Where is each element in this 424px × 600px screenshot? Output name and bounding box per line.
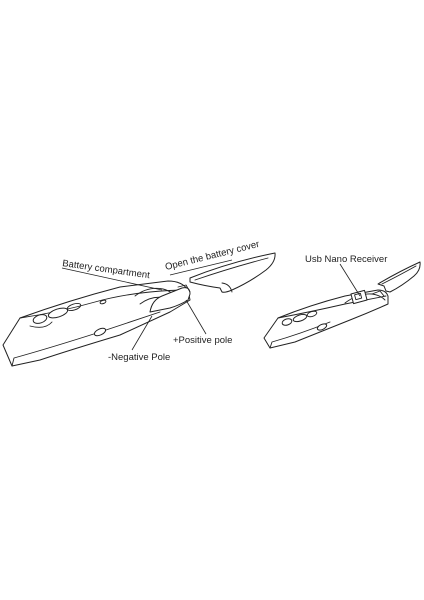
battery-cover-clip <box>221 282 233 293</box>
leader-open-battery-cover <box>169 259 233 276</box>
battery-cover-outline-right <box>377 261 421 293</box>
label-positive-pole: +Positive pole <box>173 335 232 346</box>
pen-mouse-body-left <box>2 280 191 367</box>
receiver-slot-contact <box>371 290 385 297</box>
label-negative-pole: -Negative Pole <box>108 352 170 363</box>
label-usb-nano-receiver: Usb Nano Receiver <box>305 254 387 265</box>
leader-positive-pole <box>185 299 207 335</box>
right-button-icon-right <box>306 310 318 318</box>
left-button-icon-right <box>292 313 308 323</box>
leader-battery-compartment <box>61 267 163 291</box>
right-button-icon <box>66 302 82 312</box>
button-groove <box>29 321 53 328</box>
battery-cover-left <box>189 252 276 293</box>
pen-body-outline-right <box>263 289 389 349</box>
side-button-icon-right <box>316 323 328 331</box>
usb-nano-receiver-connector <box>354 292 363 301</box>
battery-contact <box>177 284 191 293</box>
battery-cover-right <box>377 261 421 293</box>
battery-cover-inner-edge <box>194 257 269 281</box>
battery-cover-inner-edge-right <box>381 265 417 285</box>
side-button-icon <box>93 327 107 337</box>
indicator-dot-icon <box>99 299 107 305</box>
leader-negative-pole <box>131 315 153 351</box>
leader-usb-nano-receiver <box>339 263 361 297</box>
scroll-wheel-icon <box>32 314 48 324</box>
battery-cover-outline <box>189 252 276 293</box>
scroll-wheel-icon-right <box>281 318 293 326</box>
pen-mouse-body-right <box>263 289 389 349</box>
